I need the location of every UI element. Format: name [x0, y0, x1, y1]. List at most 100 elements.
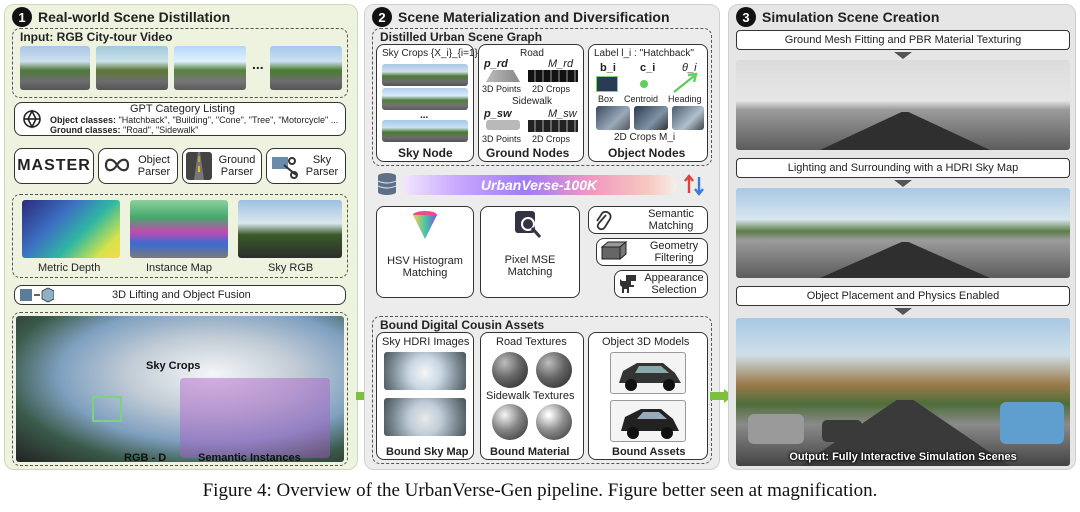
- semantic-matching-box: [588, 206, 708, 234]
- metric-depth-image: [22, 200, 120, 258]
- input-video-box: [12, 28, 348, 98]
- video-ellipsis: ...: [252, 56, 264, 72]
- object-parser-box: [98, 148, 178, 184]
- road-textures-label: Road Textures: [496, 336, 567, 348]
- ground-classes-row: Ground classes: "Road", "Sidewalk": [50, 125, 198, 135]
- geometry-filtering-label: Geometry Filtering: [649, 240, 699, 264]
- bbox-icon: [596, 76, 618, 92]
- video-frame-1: [20, 46, 90, 90]
- sim-truck-right: [1000, 402, 1064, 444]
- metric-depth-label: Metric Depth: [38, 262, 101, 274]
- step1-chevron: [894, 52, 912, 59]
- sky-crop-ellipsis: ...: [420, 110, 429, 121]
- panel3-title-text: Simulation Scene Creation: [762, 9, 940, 25]
- c-i: c_i: [640, 62, 656, 74]
- input-label: Input: RGB City-tour Video: [20, 30, 173, 44]
- object-classes-values: "Hatchback", "Building", "Cone", "Tree",…: [118, 115, 339, 125]
- step-number-3: 3: [736, 7, 756, 27]
- master-label: MASTER: [17, 157, 91, 174]
- road-points-3d: [486, 70, 520, 82]
- sidewalk-textures-label: Sidewalk Textures: [486, 390, 575, 402]
- database-icon: [376, 172, 398, 196]
- object-nodes-label: Object Nodes: [608, 146, 686, 160]
- road-icon: [186, 152, 212, 180]
- ground-nodes-box: [478, 44, 584, 162]
- label-line: Label l_i : "Hatchback": [594, 48, 694, 59]
- step3-chevron: [894, 308, 912, 315]
- object-classes-label: Object classes:: [50, 115, 117, 125]
- road-crops-label: 2D Crops: [532, 84, 571, 94]
- panel1-title: 1 Real-world Scene Distillation: [12, 7, 230, 27]
- gpt-title: GPT Category Listing: [130, 103, 235, 115]
- figure-caption: Figure 4: Overview of the UrbanVerse-Gen…: [202, 480, 878, 501]
- object-nodes-box: [588, 44, 708, 162]
- step1-box: Ground Mesh Fitting and PBR Material Tex…: [736, 30, 1070, 50]
- panel2-title-text: Scene Materialization and Diversificatio…: [398, 9, 670, 25]
- scene-graph-box: [372, 28, 712, 166]
- sky-crop-2: [382, 88, 468, 110]
- lifting-icon: [20, 287, 54, 303]
- hsv-label: HSV Histogram Matching: [387, 255, 463, 279]
- semantic-instances-label: Semantic Instances: [198, 452, 301, 464]
- sidewalk-points-label: 3D Points: [482, 134, 522, 144]
- hsv-cone-icon: [412, 210, 438, 240]
- m-sw: M_sw: [548, 108, 577, 120]
- dino-icon: [618, 273, 638, 295]
- sidewalk-crops-label: 2D Crops: [532, 134, 571, 144]
- step2-chevron: [894, 180, 912, 187]
- sky-parser-box: [266, 148, 346, 184]
- hdri-image-2: [384, 398, 466, 436]
- output-label: Output: Fully Interactive Simulation Sce…: [789, 451, 1017, 463]
- sidewalk-texture-ball-2: [536, 404, 572, 440]
- bound-title: Bound Digital Cousin Assets: [380, 318, 545, 332]
- semantic-overlay: [180, 378, 330, 458]
- sidewalk-texture-ball-1: [492, 404, 528, 440]
- centroid-label: Centroid: [624, 94, 659, 104]
- instance-map-label: Instance Map: [146, 262, 213, 274]
- bound-sky-label: Bound Sky Map: [386, 446, 469, 458]
- sky-rgb-image: [238, 200, 342, 258]
- heading-arrow-icon: [672, 72, 700, 94]
- step2-box: Lighting and Surrounding with a HDRI Sky…: [736, 158, 1070, 178]
- ground-classes-label: Ground classes:: [50, 125, 121, 135]
- step-number-1: 1: [12, 7, 32, 27]
- appearance-selection-label: Appearance Selection: [644, 272, 704, 296]
- panel1-title-text: Real-world Scene Distillation: [38, 9, 231, 25]
- green-bbox: [92, 396, 122, 422]
- sky-rgb-label: Sky RGB: [268, 262, 314, 274]
- step-number-2: 2: [372, 7, 392, 27]
- sim-car-left: [748, 414, 804, 444]
- geometry-icon: [600, 241, 628, 263]
- road-label: Road: [520, 48, 544, 59]
- bound-assets-box: [372, 316, 712, 464]
- lifting-box: [14, 285, 346, 305]
- road-texture-ball-2: [536, 352, 572, 388]
- m-rd: M_rd: [548, 58, 574, 70]
- road-points-label: 3D Points: [482, 84, 522, 94]
- b-i: b_i: [600, 62, 616, 74]
- gpt-icon: [20, 107, 44, 131]
- magnifier-icon: [514, 210, 542, 240]
- object-crops-label: 2D Crops M_i: [614, 132, 676, 143]
- sky-crops-label: Sky Crops: [146, 360, 201, 372]
- rgbd-label: RGB - D: [124, 452, 167, 464]
- video-frame-4: [270, 46, 342, 90]
- point-cloud-box: [12, 312, 348, 466]
- object-classes-row: Object classes: "Hatchback", "Building",…: [50, 115, 338, 125]
- sky-parser-label: Sky Parser: [305, 154, 339, 178]
- lifting-label: 3D Lifting and Object Fusion: [112, 289, 251, 301]
- ground-parser-label: Ground Parser: [218, 154, 256, 178]
- centroid-dot: [640, 80, 648, 88]
- parsed-outputs-box: [12, 194, 348, 278]
- crop-tool-icon: [270, 153, 298, 179]
- object-parser-label: Object Parser: [137, 154, 171, 178]
- point-cloud-image: [16, 316, 344, 462]
- pixel-mse-label: Pixel MSE Matching: [504, 254, 556, 278]
- master-box: MASTER: [14, 148, 94, 184]
- heading-label: Heading: [668, 94, 702, 104]
- ground-nodes-label: Ground Nodes: [486, 146, 570, 160]
- car-model-2: [610, 400, 686, 442]
- gpt-category-box: [14, 102, 346, 136]
- panel3-title: 3 Simulation Scene Creation: [736, 7, 939, 27]
- road-crops-2d: [528, 70, 578, 82]
